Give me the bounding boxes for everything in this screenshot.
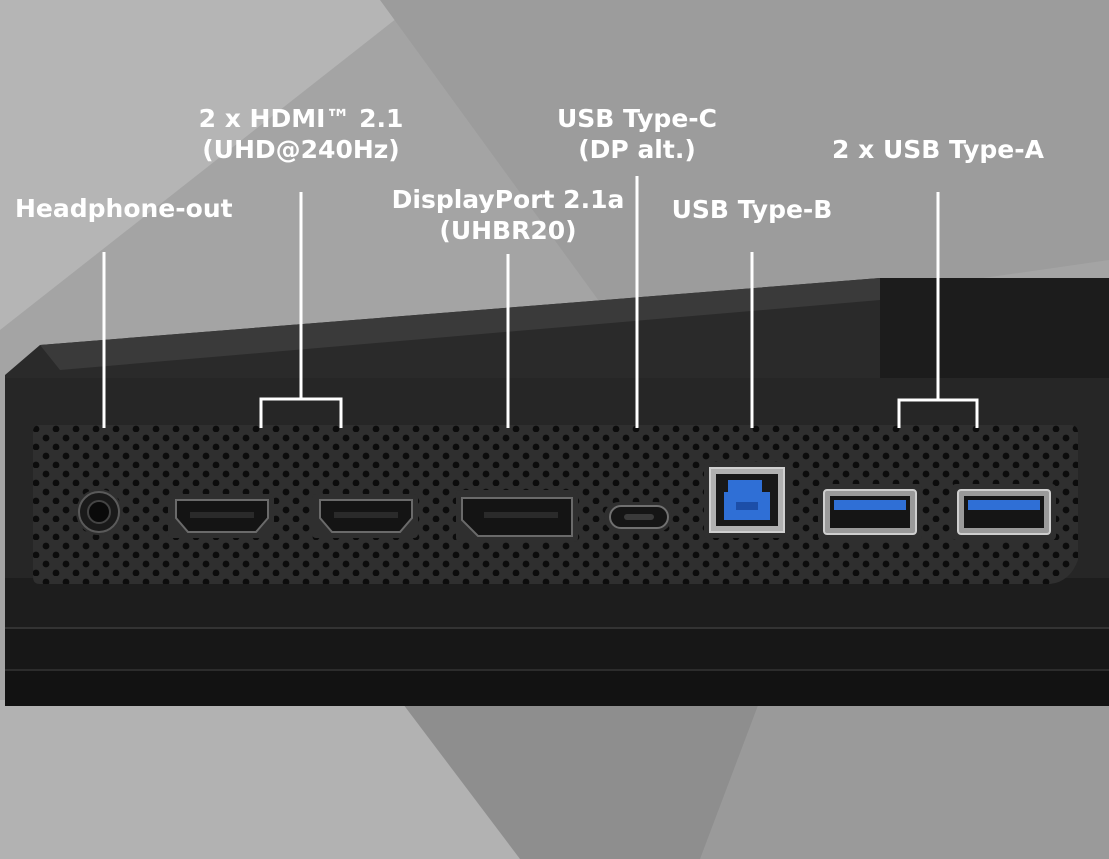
label-line: USB Type-C [556, 104, 718, 133]
usb-a-port-1 [818, 484, 922, 540]
label-hdmi: 2 x HDMI™ 2.1 (UHD@240Hz) [179, 103, 423, 165]
label-line: (UHD@240Hz) [202, 135, 400, 164]
label-line: (DP alt.) [578, 135, 696, 164]
usb-a-port-2 [952, 484, 1056, 540]
label-line: (UHBR20) [439, 216, 577, 245]
displayport-port [456, 490, 578, 542]
label-headphone-out: Headphone-out [15, 193, 233, 224]
label-line: Headphone-out [15, 194, 233, 223]
headphone-jack-port [76, 489, 122, 535]
leader-lines [102, 176, 979, 428]
label-displayport: DisplayPort 2.1a (UHBR20) [381, 184, 635, 246]
usb-b-port [704, 462, 790, 538]
label-usb-c: USB Type-C (DP alt.) [540, 103, 734, 165]
hdmi-port-1 [168, 494, 274, 538]
label-usb-b: USB Type-B [652, 194, 852, 225]
label-usb-a: 2 x USB Type-A [818, 134, 1058, 165]
label-line: USB Type-B [671, 195, 833, 224]
hdmi-port-2 [312, 494, 418, 538]
label-line: 2 x HDMI™ 2.1 [198, 104, 404, 133]
usb-c-port [604, 502, 672, 532]
label-line: DisplayPort 2.1a [391, 185, 625, 214]
label-line: 2 x USB Type-A [832, 135, 1044, 164]
